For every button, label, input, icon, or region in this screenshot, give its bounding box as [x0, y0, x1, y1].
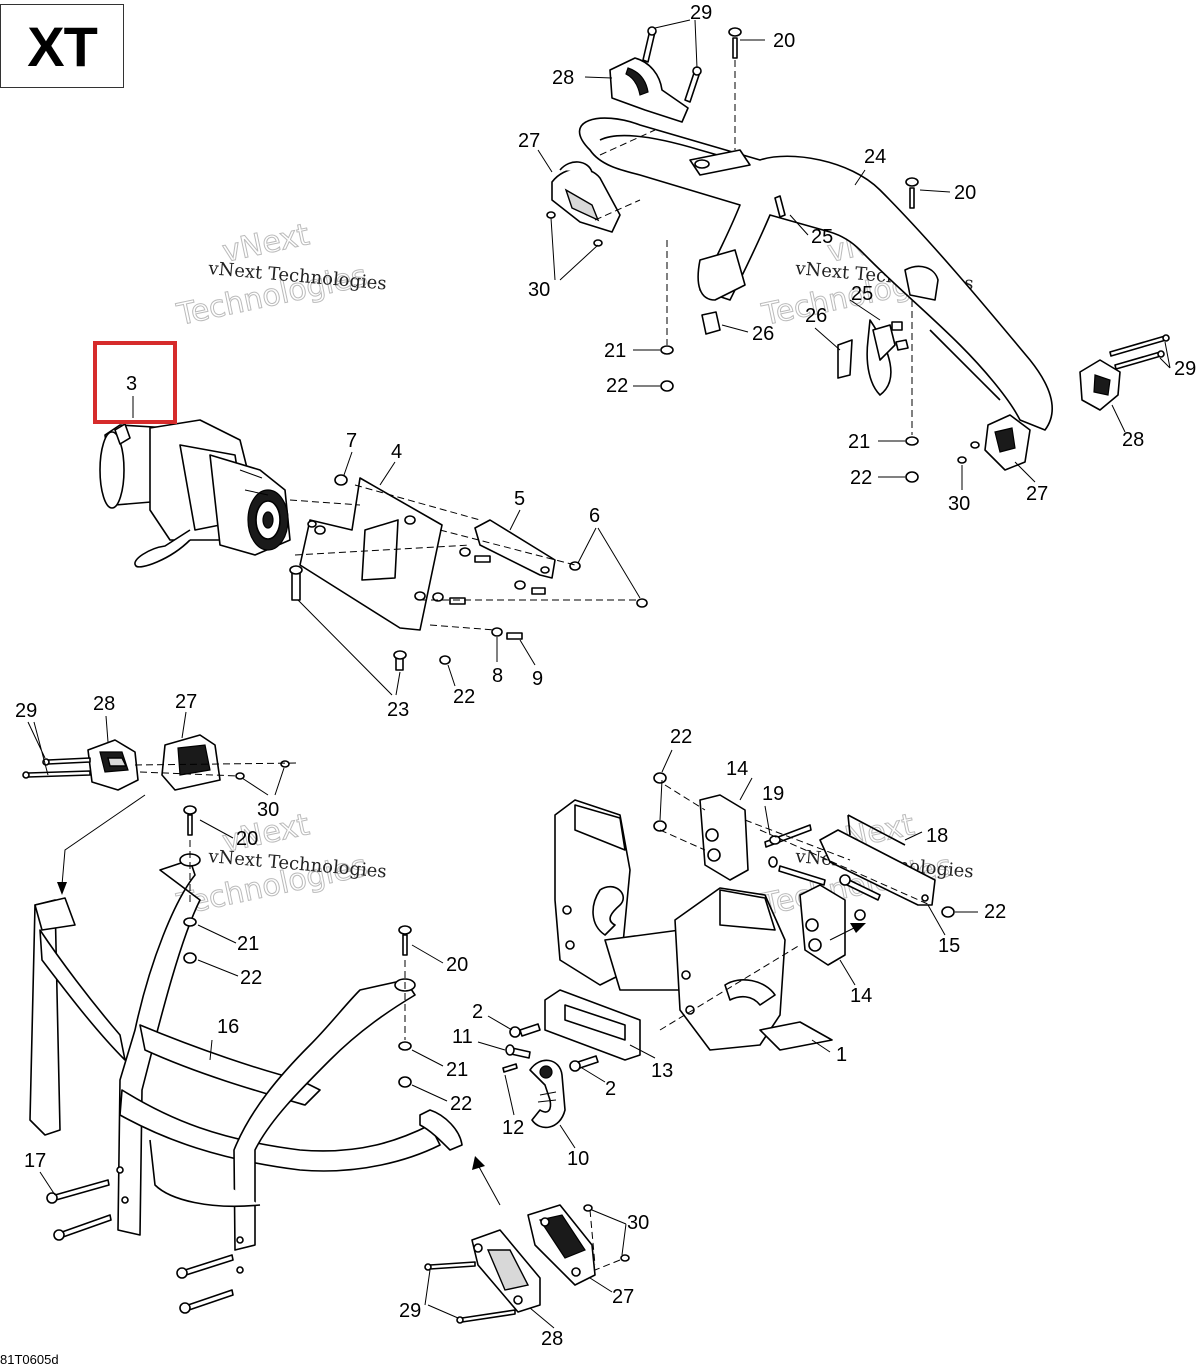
callout-2: 2	[472, 1001, 483, 1023]
callout-22: 22	[240, 967, 262, 989]
callout-22: 22	[606, 375, 628, 397]
lower-right-clamp-27	[527, 1204, 596, 1286]
callout-30: 30	[948, 493, 970, 515]
callout-11: 11	[452, 1026, 473, 1048]
bracket-18	[819, 814, 936, 906]
hook-10	[529, 1059, 566, 1129]
lower-right-clamp-28	[471, 1229, 541, 1313]
callout-28: 28	[1122, 429, 1144, 451]
callout-27: 27	[175, 691, 197, 713]
upper-right-clamp-27	[984, 414, 1031, 471]
callout-20: 20	[446, 954, 468, 976]
upper-right-clamp-28	[1079, 359, 1121, 411]
fairlead-housing-1	[554, 799, 833, 1051]
callout-30: 30	[627, 1212, 649, 1234]
callout-4: 4	[391, 441, 402, 463]
callout-20: 20	[954, 182, 976, 204]
callout-6: 6	[589, 505, 600, 527]
upper-bar-mount-plates-26	[701, 311, 896, 379]
winch-mount-plate-4	[299, 477, 443, 631]
callout-12: 12	[502, 1117, 524, 1139]
callout-25: 25	[851, 283, 873, 305]
callout-30: 30	[528, 279, 550, 301]
mount-plate-14-upper	[699, 794, 749, 881]
callout-10: 10	[567, 1148, 589, 1170]
callout-17: 17	[24, 1150, 46, 1172]
callout-27: 27	[612, 1286, 634, 1308]
hawse-fairlead-13	[544, 989, 641, 1061]
callout-7: 7	[346, 430, 357, 452]
callout-22: 22	[850, 467, 872, 489]
callout-27: 27	[1026, 483, 1048, 505]
callout-27: 27	[518, 130, 540, 152]
callout-16: 16	[217, 1016, 239, 1038]
callout-26: 26	[805, 305, 827, 327]
winch-assembly	[99, 419, 291, 568]
callout-21: 21	[848, 431, 870, 453]
callout-numbers: 29 20 28 27 24 20 25 30 25 26 26 21 22 2…	[15, 2, 1196, 1350]
callout-28: 28	[541, 1328, 563, 1350]
callout-23: 23	[387, 699, 409, 721]
upper-left-clamp-27	[551, 161, 621, 233]
callout-22: 22	[984, 901, 1006, 923]
callout-14: 14	[850, 985, 872, 1007]
callout-15: 15	[938, 935, 960, 957]
callout-8: 8	[492, 665, 503, 687]
callout-5: 5	[514, 488, 525, 510]
callout-21: 21	[237, 933, 259, 955]
callout-21: 21	[604, 340, 626, 362]
lower-left-clamp-27	[161, 734, 221, 791]
callout-25: 25	[811, 226, 833, 248]
callout-28: 28	[552, 67, 574, 89]
callout-20: 20	[773, 30, 795, 52]
callout-29: 29	[15, 700, 37, 722]
callout-3: 3	[126, 373, 137, 395]
watermark-mid-left: vNext Technologies vNext Technologies	[173, 807, 388, 924]
upper-hardware	[546, 26, 1170, 483]
lower-left-hardware	[22, 757, 412, 1314]
leader-lines	[27, 19, 1171, 1329]
callout-2: 2	[605, 1078, 616, 1100]
callout-24: 24	[864, 146, 886, 168]
variant-label: XT	[0, 4, 124, 88]
callout-18: 18	[926, 825, 948, 847]
callout-21: 21	[446, 1059, 468, 1081]
callout-30: 30	[257, 799, 279, 821]
callout-29: 29	[690, 2, 712, 24]
callout-29: 29	[399, 1300, 421, 1322]
selected-callout-highlight[interactable]	[93, 341, 177, 424]
upper-bumper-bar	[578, 117, 1053, 431]
hook-hardware	[502, 1023, 599, 1073]
callout-22: 22	[453, 686, 475, 708]
callout-9: 9	[532, 668, 543, 690]
callout-20: 20	[236, 828, 258, 850]
watermark-top-left: vNext Technologies vNext Technologies	[173, 217, 388, 334]
winch-plate-hardware	[289, 474, 648, 671]
lower-bumper-16	[29, 853, 463, 1274]
callout-22: 22	[670, 726, 692, 748]
callout-29: 29	[1174, 358, 1196, 380]
callout-19: 19	[762, 783, 784, 805]
drawing-code: 81T0605d	[0, 1352, 59, 1367]
callout-14: 14	[726, 758, 748, 780]
callout-13: 13	[651, 1060, 673, 1082]
callout-28: 28	[93, 693, 115, 715]
callout-1: 1	[836, 1044, 847, 1066]
lower-left-clamp-28	[87, 739, 139, 791]
callout-22: 22	[450, 1093, 472, 1115]
callout-26: 26	[752, 323, 774, 345]
lower-right-clamp-hardware	[424, 1204, 630, 1324]
upper-left-clamp-28	[609, 57, 689, 123]
mount-plate-14-lower	[799, 884, 846, 966]
